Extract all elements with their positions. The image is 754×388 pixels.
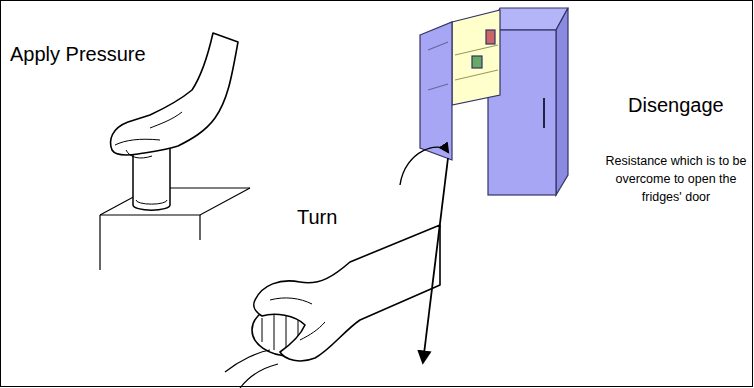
fridge-interior [452,10,500,105]
action-label: Turn [297,205,417,229]
door-shelf [428,42,448,90]
arrow-curve [400,147,448,185]
rotation-arrow [400,147,448,362]
block [100,188,250,270]
arrow-shaft [423,158,448,362]
fridge-shelf [455,45,498,80]
fridge-door [420,22,452,160]
action-label: Disengage [628,93,752,117]
forearm-line [240,364,278,388]
action-label: Apply Pressure [10,42,210,66]
finger-line [300,322,325,340]
fridge-item [472,56,482,68]
block-corner-edge [199,215,200,240]
cylinder-body [133,145,170,210]
cylinder [133,145,170,210]
fridge [420,8,568,195]
fridge-side [556,8,568,195]
block-front-edge [100,188,250,215]
fridge-item [486,30,495,44]
block-top-edge [100,188,250,215]
hand-grip [254,225,440,361]
block-side-edge [99,215,100,270]
fridge-handle [543,98,545,128]
finger-line [270,298,312,304]
description-note: Resistance which is to be overcome to op… [598,152,754,206]
turning-hand [225,225,440,388]
cylinder-rim [136,200,167,204]
finger-line [150,112,182,128]
finger-line [115,139,160,145]
thumb-line [126,150,152,158]
